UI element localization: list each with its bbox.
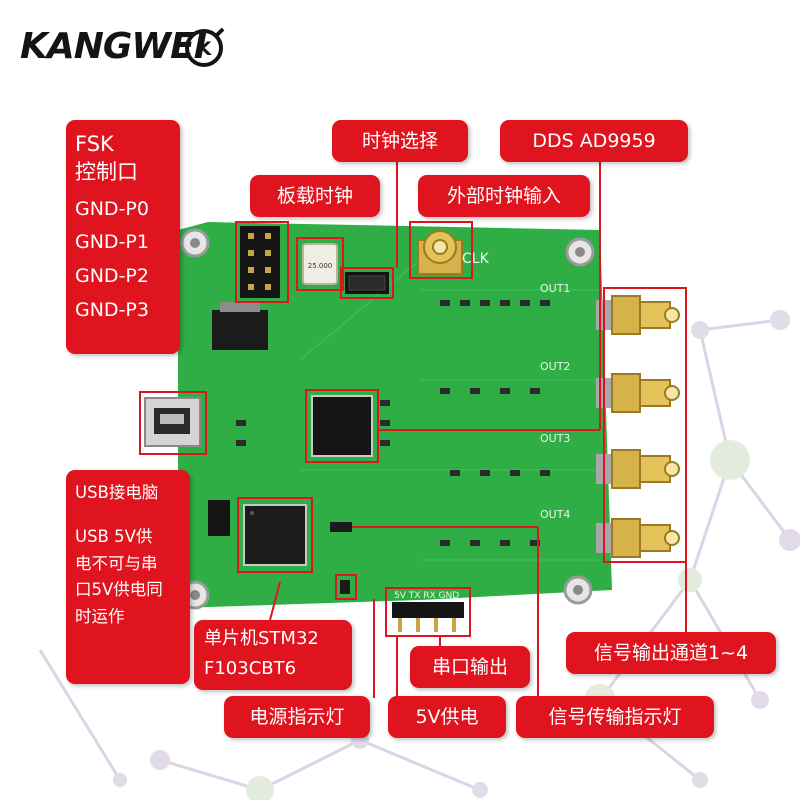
fsk-title-line1: FSK [75, 132, 114, 156]
crystal-label: 25.000 [308, 262, 333, 270]
usb-line4: 口5V供电同 [75, 580, 163, 600]
callout-signal-led: 信号传输指示灯 [516, 696, 714, 738]
callout-mcu: 单片机STM32 F103CBT6 [194, 620, 352, 690]
callout-clock-select: 时钟选择 [332, 120, 468, 162]
clock-select-jumper [345, 272, 389, 294]
callout-external-clock: 外部时钟输入 [418, 175, 590, 217]
callout-fsk-control: FSK 控制口 GND-P0 GND-P1 GND-P2 GND-P3 [66, 120, 180, 354]
callout-dds-chip: DDS AD9959 [500, 120, 688, 162]
callout-uart-output: 串口输出 [410, 646, 530, 688]
mcu-chip [243, 504, 307, 566]
callout-usb: USB接电脑 USB 5V供 电不可与串 口5V供电同 时运作 [66, 470, 190, 684]
mcu-line2: F103CBT6 [204, 657, 297, 679]
out4-silkscreen: OUT4 [540, 508, 570, 521]
usb-line3: 电不可与串 [75, 553, 158, 573]
usb-line2: USB 5V供 [75, 527, 153, 547]
signal-led [330, 522, 352, 532]
dds-chip [311, 395, 373, 457]
fsk-pin-header [240, 226, 280, 298]
clk-silkscreen: CLK [462, 251, 490, 267]
uart-header: 5V TX RX GND [392, 591, 464, 632]
out2-silkscreen: OUT2 [540, 360, 570, 373]
usb-line1: USB接电脑 [75, 483, 159, 502]
uart-header-silkscreen: 5V TX RX GND [394, 591, 459, 601]
brand-logo-icon: K [185, 27, 225, 67]
out1-silkscreen: OUT1 [540, 282, 570, 295]
fsk-title-line2: 控制口 [75, 160, 138, 185]
fsk-pin-p3: GND-P3 [75, 299, 149, 322]
brand-logo-mark: K [197, 38, 213, 60]
callout-power-led: 电源指示灯 [224, 696, 370, 738]
callout-5v-power: 5V供电 [388, 696, 506, 738]
fsk-pin-p1: GND-P1 [75, 231, 149, 254]
passive-components [236, 300, 550, 546]
fsk-pin-p2: GND-P2 [75, 265, 149, 288]
fsk-pin-p0: GND-P0 [75, 197, 149, 220]
usb-connector [144, 397, 201, 447]
mcu-line1: 单片机STM32 [204, 628, 319, 649]
crystal-oscillator: 25.000 [302, 243, 338, 285]
out3-silkscreen: OUT3 [540, 432, 570, 445]
voltage-regulator [212, 310, 268, 350]
callout-onboard-clock: 板载时钟 [250, 175, 380, 217]
usb-line5: 时运作 [75, 606, 125, 626]
callout-signal-output-channels: 信号输出通道1~4 [566, 632, 776, 674]
brand-logo-text: KANGWEI [20, 26, 207, 67]
power-led [340, 580, 350, 594]
